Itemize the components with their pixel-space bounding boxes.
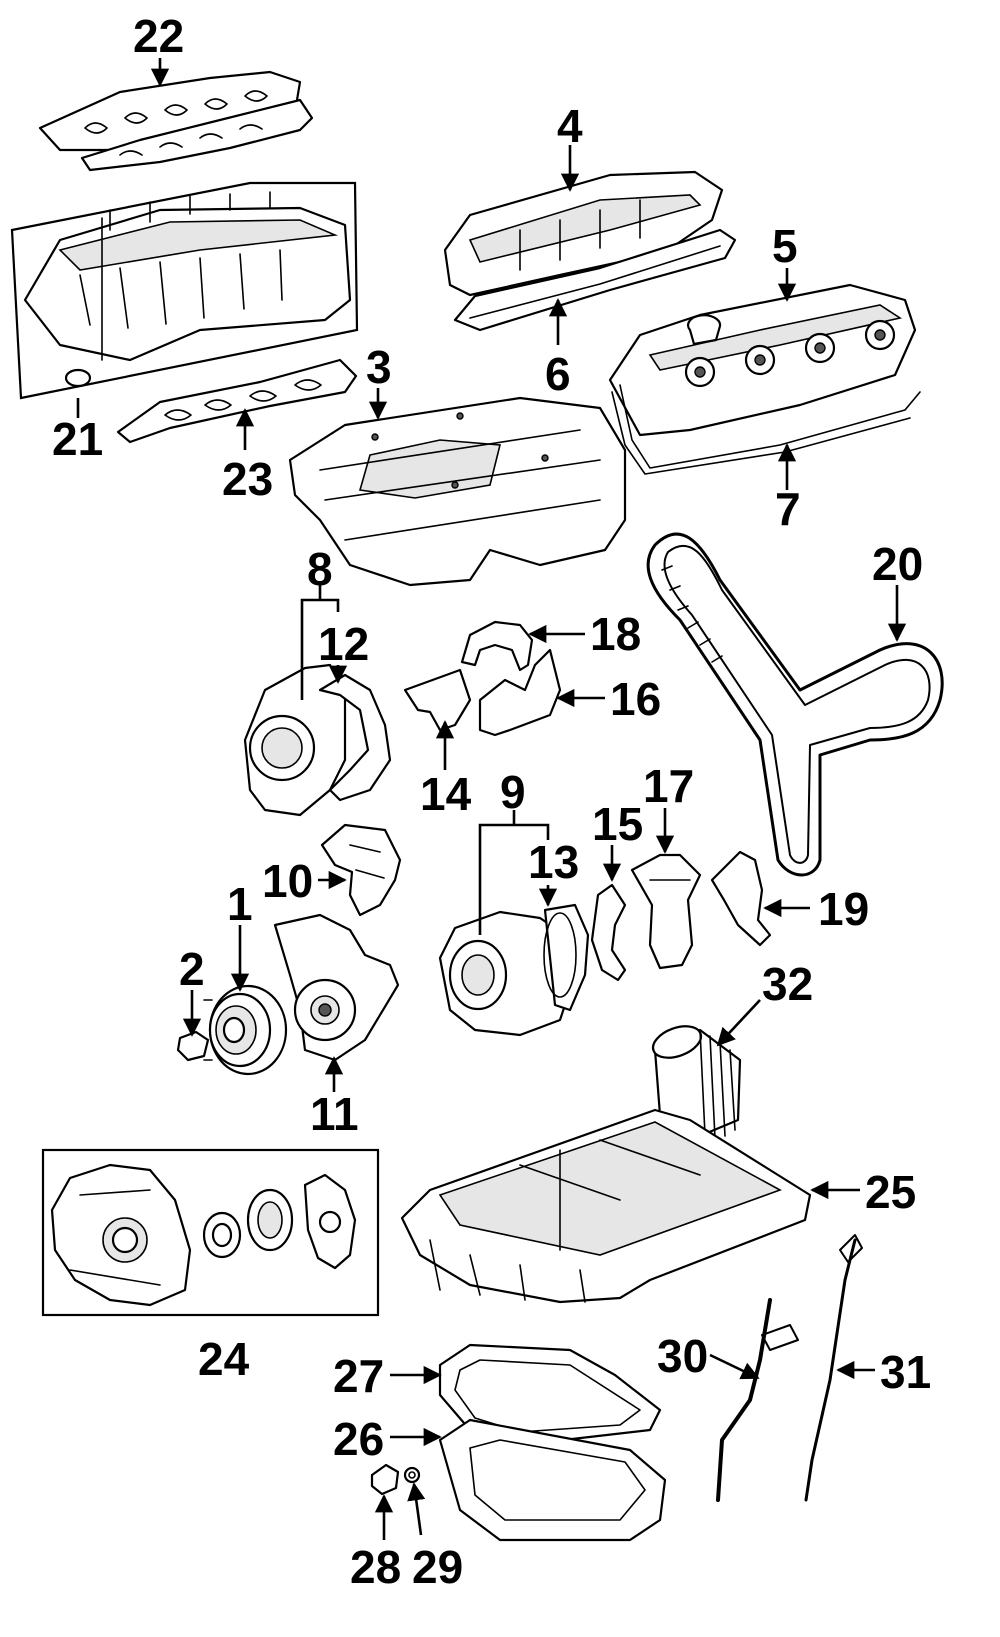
callout-20: 20 xyxy=(872,538,923,590)
callout-22: 22 xyxy=(133,10,184,62)
callout-6: 6 xyxy=(545,348,571,400)
oil-filter-drawing xyxy=(651,1025,742,1140)
timing-belt-drawing xyxy=(646,532,944,877)
callout-1: 1 xyxy=(227,878,253,930)
callout-28: 28 xyxy=(350,1541,401,1593)
callout-32: 32 xyxy=(762,958,813,1010)
callout-12: 12 xyxy=(318,618,369,670)
oil-pan-lower-drawing xyxy=(438,1343,667,1542)
callout-11: 11 xyxy=(310,1088,359,1140)
callout-31: 31 xyxy=(880,1346,931,1398)
callout-26: 26 xyxy=(333,1413,384,1465)
drain-plug-drawing xyxy=(370,1463,421,1496)
callout-15: 15 xyxy=(592,798,643,850)
oil-pan-upper-drawing xyxy=(400,1108,812,1304)
callout-18: 18 xyxy=(590,608,641,660)
manifold-gasket-lower-drawing xyxy=(116,358,358,444)
callout-2: 2 xyxy=(179,943,205,995)
callout-17: 17 xyxy=(643,760,694,812)
callout-3: 3 xyxy=(366,341,392,393)
timing-belt-cover-rear-drawing xyxy=(273,913,400,1062)
callout-5: 5 xyxy=(772,220,798,272)
timing-cover-upper-drawing xyxy=(243,663,392,817)
leader-lines xyxy=(76,58,907,1540)
cylinder-head-cover-right-drawing xyxy=(443,170,737,332)
callout-9: 9 xyxy=(500,766,526,818)
callout-10: 10 xyxy=(262,855,313,907)
callout-24: 24 xyxy=(198,1333,250,1385)
callout-16: 16 xyxy=(610,673,661,725)
callout-25: 25 xyxy=(865,1166,916,1218)
callout-7: 7 xyxy=(775,483,801,535)
callout-23: 23 xyxy=(222,453,273,505)
oil-pump-kit-drawing xyxy=(41,1148,380,1317)
connecting-rod-drawing xyxy=(630,853,702,970)
callout-21: 21 xyxy=(52,413,103,465)
intake-manifold-drawing xyxy=(10,181,359,400)
dipstick-drawing xyxy=(716,1234,863,1502)
rod-bearing-drawing xyxy=(710,850,772,947)
callout-4: 4 xyxy=(557,100,583,152)
callout-numbers: 22 4 5 6 3 21 23 7 20 8 12 18 16 14 9 17… xyxy=(52,10,931,1593)
engine-cover-drawing xyxy=(288,396,627,587)
bearing-cap-parts-drawing xyxy=(403,620,562,737)
crankshaft-pulley-drawing xyxy=(176,984,288,1076)
cylinder-head-cover-left-drawing xyxy=(608,283,921,475)
timing-belt-cover-bracket-drawing xyxy=(320,823,402,917)
callout-30: 30 xyxy=(657,1330,708,1382)
callout-27: 27 xyxy=(333,1350,384,1402)
bearing-shell-drawing xyxy=(590,883,627,982)
callout-14: 14 xyxy=(420,768,472,820)
timing-cover-lower-drawing xyxy=(438,903,590,1037)
callout-8: 8 xyxy=(307,543,333,595)
callout-29: 29 xyxy=(412,1541,463,1593)
callout-19: 19 xyxy=(818,883,869,935)
callout-13: 13 xyxy=(528,836,579,888)
manifold-gasket-upper-drawing xyxy=(38,70,314,172)
